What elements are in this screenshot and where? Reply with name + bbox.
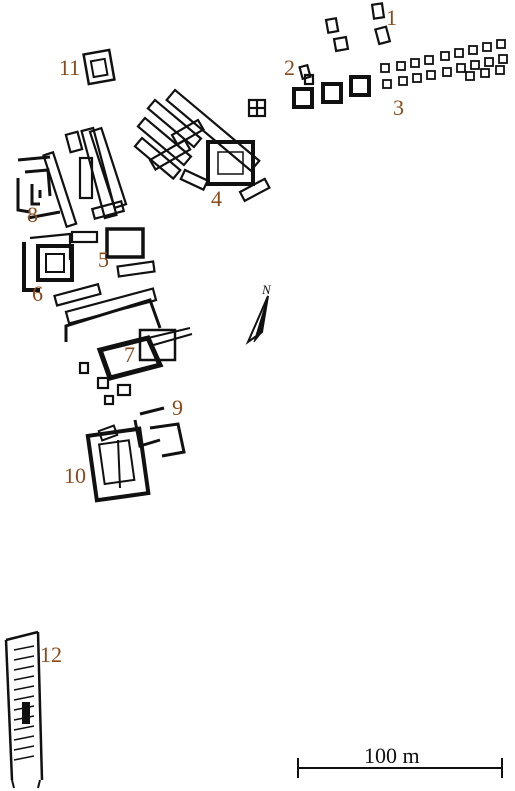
structure-10 — [85, 424, 151, 503]
label-structure-1: 1 — [386, 5, 397, 30]
structure-6 — [22, 232, 102, 307]
structure-1 — [324, 2, 392, 53]
structure-12 — [4, 630, 44, 789]
scale-bar-label: 100 m — [364, 743, 420, 768]
central-blocks — [42, 126, 156, 278]
label-structure-11: 11 — [59, 55, 81, 80]
structure-4 — [133, 88, 271, 203]
label-structure-3: 3 — [393, 95, 404, 120]
label-structure-2: 2 — [284, 55, 295, 80]
structure-2 — [292, 63, 371, 109]
structure-8 — [16, 155, 61, 220]
label-structure-9: 9 — [172, 395, 183, 420]
scale-bar — [297, 758, 503, 778]
label-structure-12: 12 — [40, 642, 62, 667]
label-structure-10: 10 — [64, 463, 86, 488]
label-structure-6: 6 — [32, 281, 43, 306]
label-structure-5: 5 — [98, 247, 109, 272]
structure-3 — [380, 39, 508, 89]
north-arrow-icon — [245, 295, 269, 345]
label-structure-4: 4 — [211, 186, 222, 211]
structure-11 — [82, 48, 116, 86]
structure-7 — [64, 287, 193, 406]
north-label: N — [262, 282, 271, 297]
label-structure-8: 8 — [27, 202, 38, 227]
label-structure-7: 7 — [124, 342, 135, 367]
